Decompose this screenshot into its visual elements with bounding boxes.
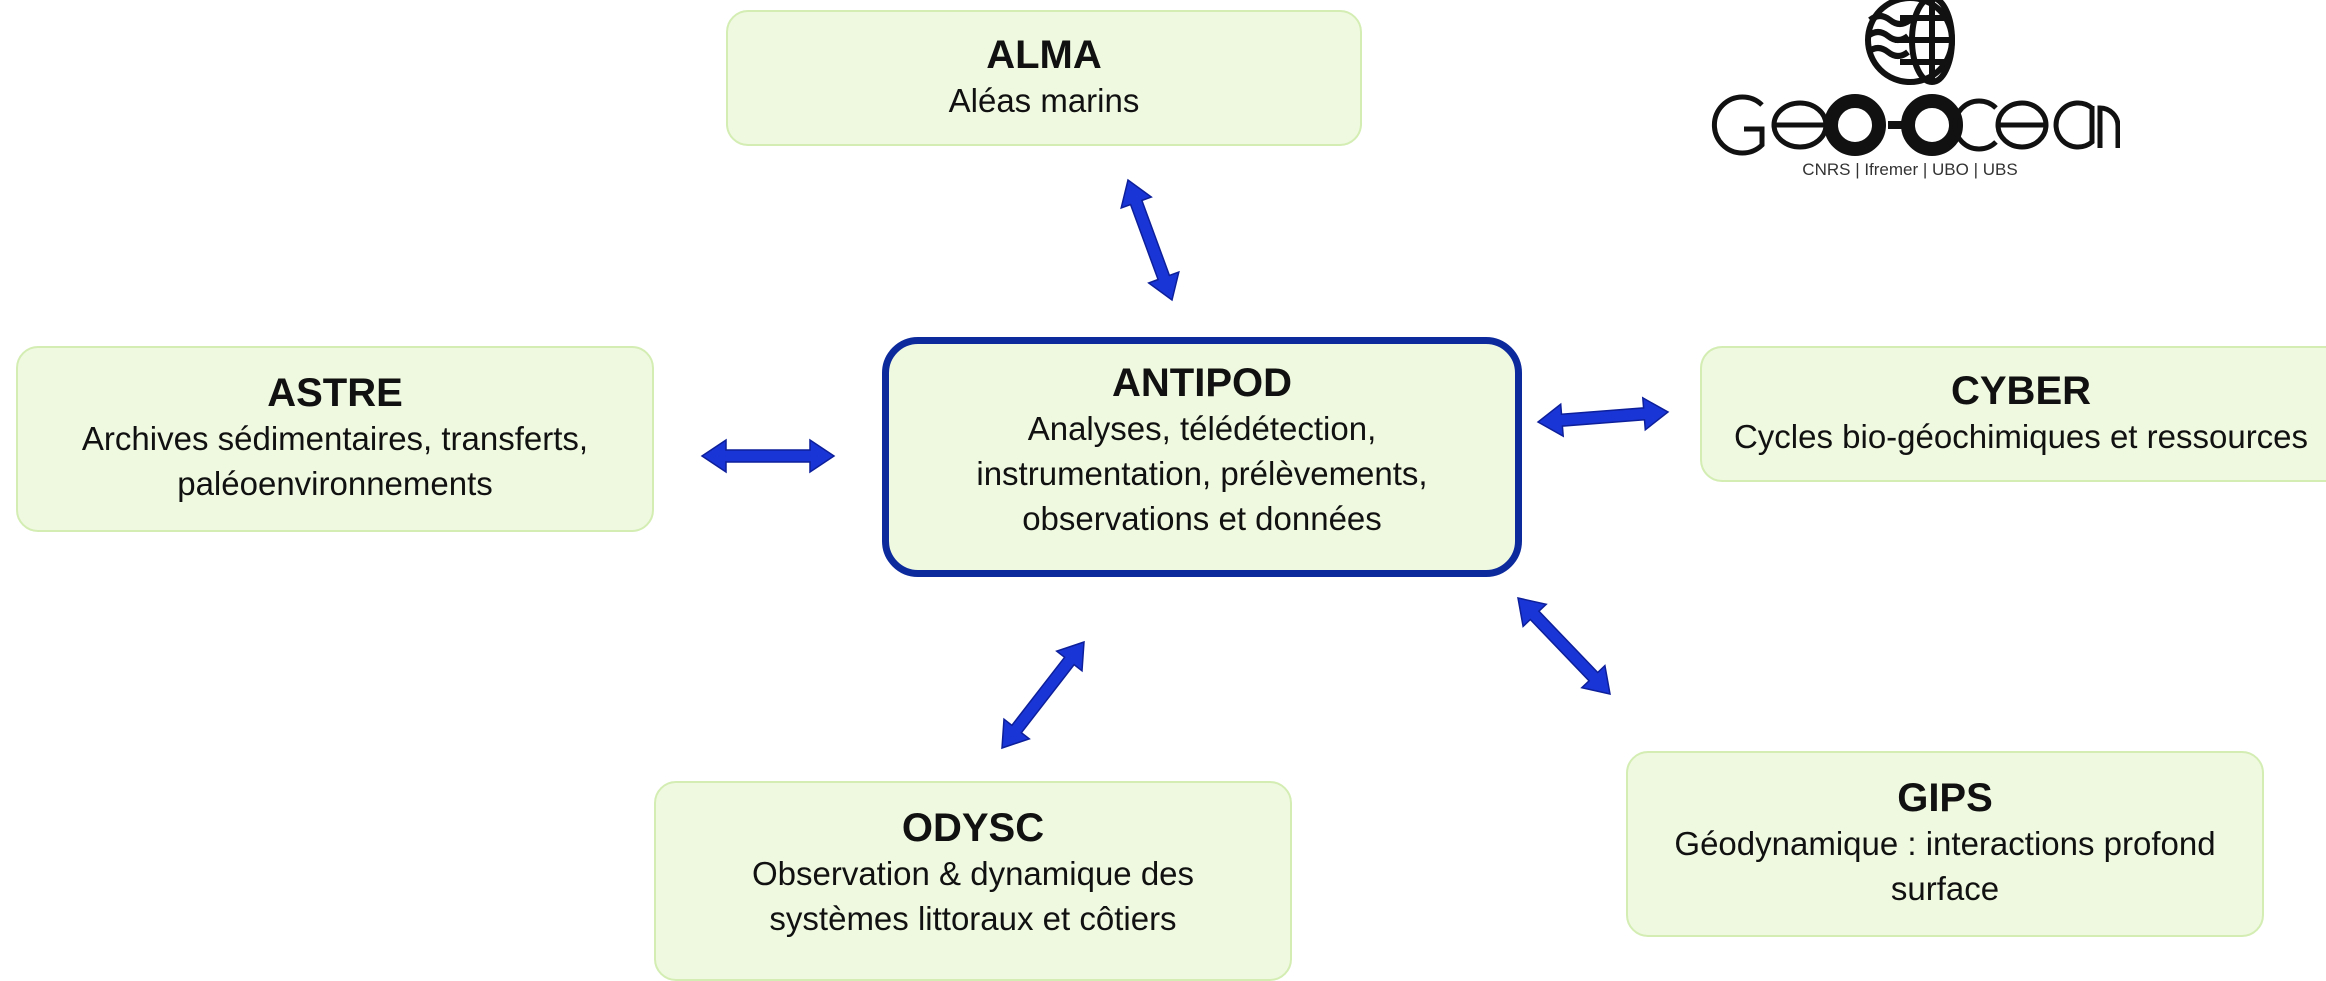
node-astre-title: ASTRE	[267, 371, 403, 415]
node-odysc-desc-line1: Observation & dynamique des	[751, 855, 1195, 892]
node-astre-desc-line1: Archives sédimentaires, transferts,	[81, 420, 589, 457]
geo-ocean-logo	[1711, 0, 2120, 156]
node-cyber: CYBER Cycles bio-géochimiques et ressour…	[1700, 346, 2326, 482]
node-odysc-desc-line2: systèmes littoraux et côtiers	[769, 900, 1177, 937]
node-gips-title: GIPS	[1897, 776, 1993, 820]
node-antipod-desc-line3: observations et données	[1022, 500, 1382, 537]
node-cyber-desc: Cycles bio-géochimiques et ressources	[1733, 418, 2309, 455]
globe-icon	[1865, 0, 1955, 85]
node-astre-desc-line2: paléoenvironnements	[177, 465, 493, 502]
node-odysc: ODYSC Observation & dynamique des systèm…	[654, 781, 1292, 981]
node-antipod-desc-line2: instrumentation, prélèvements,	[976, 455, 1428, 492]
node-alma-title: ALMA	[986, 33, 1102, 77]
node-gips-desc-line1: Géodynamique : interactions profond	[1674, 825, 2216, 862]
arrow-antipod-astre	[700, 438, 836, 474]
node-antipod-title: ANTIPOD	[1112, 361, 1292, 405]
arrow-antipod-gips	[1517, 597, 1611, 695]
node-gips-desc-line2: surface	[1890, 870, 2000, 907]
logo-tagline: CNRS | Ifremer | UBO | UBS	[1802, 160, 2018, 179]
node-antipod-desc-line1: Analyses, télédétection,	[1027, 410, 1377, 447]
node-alma-desc: Aléas marins	[948, 82, 1140, 119]
arrow-antipod-odysc	[1001, 640, 1085, 750]
node-gips: GIPS Géodynamique : interactions profond…	[1626, 751, 2264, 937]
node-antipod: ANTIPOD Analyses, télédétection, instrum…	[882, 337, 1522, 577]
arrow-antipod-cyber	[1536, 396, 1670, 438]
node-alma: ALMA Aléas marins	[726, 10, 1362, 146]
node-astre: ASTRE Archives sédimentaires, transferts…	[16, 346, 654, 532]
node-cyber-title: CYBER	[1950, 369, 2092, 413]
node-odysc-title: ODYSC	[901, 806, 1045, 850]
arrow-antipod-alma	[1120, 178, 1180, 302]
